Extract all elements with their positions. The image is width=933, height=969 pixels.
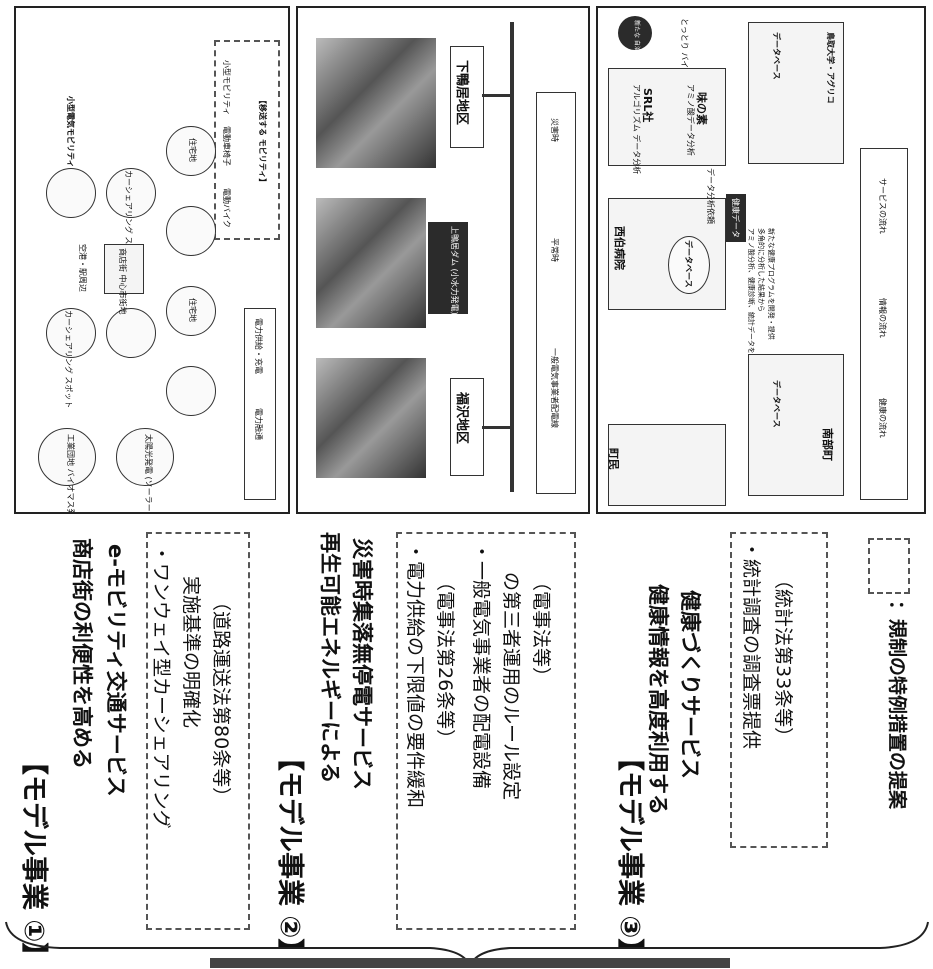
power-line xyxy=(482,426,512,429)
diagram-power-panel: 下鴨居地区 上鴨居ダム (小水力発電) 福沢地区 一般電気事業者配電線 平常時 … xyxy=(296,6,590,514)
corner-badge xyxy=(618,16,652,50)
diagram-mobility-panel: 小型電気モビリティ 【移送する モビリティ】 小型モビリティ 電動車椅子 電動バ… xyxy=(14,6,290,514)
center-box xyxy=(104,244,144,294)
ev-type-2: 電動車椅子 xyxy=(222,126,231,166)
db-label: データベース xyxy=(772,32,781,80)
house-circle xyxy=(166,286,216,336)
model1-title-line1: 商店街の利便性を高める xyxy=(70,538,94,769)
power-line xyxy=(510,22,514,492)
center-label: 商店街 中心市街地 xyxy=(118,248,127,315)
health-legend-1: 健康の流れ xyxy=(878,398,887,438)
flow-label-1: データ分析依頼 xyxy=(706,168,715,224)
bottom-dark-bar xyxy=(210,958,730,968)
house-label: 住宅地 xyxy=(188,298,197,322)
photo-right-area xyxy=(316,358,426,478)
station-label: カーシェアリング スポット xyxy=(64,310,73,409)
solar-circle xyxy=(116,428,174,486)
legend-dashed: 電力融通 xyxy=(254,408,263,440)
model1-proposal-box xyxy=(146,532,250,930)
ev-type-1: 小型モビリティ xyxy=(222,60,231,116)
note-1: アミノ酸分析、健康診断、統計データを xyxy=(747,228,755,354)
model1-proposal-1: ・ワンウェイ型カーシェアリング xyxy=(150,544,172,829)
diagram3-legend-box xyxy=(860,148,908,500)
health-legend-2: 情報の流れ xyxy=(878,298,887,338)
nanbu-group xyxy=(748,354,844,496)
model1-proposal-2: 実施基準の明確化 xyxy=(180,576,202,729)
model2-proposal-5: （電事法等） xyxy=(530,572,552,687)
photo-left-area xyxy=(316,38,436,168)
solar-label: 太陽光発電 (ソーラー) xyxy=(144,434,153,514)
power-legend-3: 災害時 xyxy=(550,118,559,142)
model2-title-line2: 災害時集落無停電サービス xyxy=(350,538,374,790)
power-legend-2: 平常時 xyxy=(550,238,559,262)
aji-label: 味の素 xyxy=(695,92,708,125)
model2-proposal-1: ・電力供給の下限値の要件緩和 xyxy=(404,542,426,809)
power-line xyxy=(482,94,512,97)
diagram1-header: 小型電気モビリティ xyxy=(66,96,75,168)
house-label: 住宅地 xyxy=(188,138,197,162)
model3-proposal-1: ・統計調査の調査票提供 xyxy=(740,540,762,750)
model1-title-line2: e-モビリティ交通サービス xyxy=(104,544,128,797)
diagram2-legend-box xyxy=(536,92,576,494)
srl-label: SRL社 xyxy=(641,88,654,123)
model2-title-line1: 再生可能エネルギーによる xyxy=(318,532,342,784)
legend-solid: 電力供給・充電 xyxy=(254,318,263,374)
factory-circle xyxy=(38,428,96,486)
station-circle xyxy=(46,308,96,358)
srl-aji-group xyxy=(608,68,726,166)
db-circle xyxy=(668,236,710,294)
health-legend-3: サービスの流れ xyxy=(878,178,887,234)
house-circle xyxy=(166,206,216,256)
factory-label: 工業団地 バイオマス発電 xyxy=(66,434,75,514)
legend-text: ：規制の特例措置の提案 xyxy=(886,600,908,810)
tottori-group xyxy=(748,22,844,164)
data-tag xyxy=(726,194,746,242)
db-label-2: データベース xyxy=(684,240,693,288)
model3-proposal-2: （統計法第33条等） xyxy=(772,570,794,747)
town-group xyxy=(608,424,726,506)
diagram1-mobility-box xyxy=(214,40,280,240)
data-tag-label: 健康データ xyxy=(731,198,740,238)
area-mid-label: 上鴨居ダム (小水力発電) xyxy=(450,226,459,315)
note-2: 多角的に分析した結果から xyxy=(757,228,765,312)
house-circle xyxy=(166,126,216,176)
area-right-label: 福沢地区 xyxy=(454,392,469,445)
photo-dam xyxy=(316,198,426,328)
diagram-health-panel: 新たな 自治体 の役割 とっとり バイオ プロジェクト SRL社 アルゴリズム … xyxy=(596,6,926,514)
aji-sub: アミノ酸データ分析 xyxy=(686,84,695,156)
nishi-label: 西伯病院 xyxy=(613,226,626,270)
db-label-3: データベース xyxy=(772,380,781,428)
diagram1-legend-box xyxy=(244,308,276,500)
nanbu-label: 南部町 xyxy=(821,428,834,461)
model2-proposal-2: （電事法第26条等） xyxy=(434,572,456,749)
store-label: 空港・駅周辺 xyxy=(78,244,87,292)
model1-proposal-3: （道路運送法第80条等） xyxy=(210,592,232,807)
model2-proposal-3: ・一般電気事業者の配電設備 xyxy=(470,542,492,790)
model2-proposal-4: の第三者運用のルール設定 xyxy=(500,572,522,801)
house-circle xyxy=(166,366,216,416)
model3-title-line2: 健康づくりサービス xyxy=(678,590,702,779)
station-circle xyxy=(106,308,156,358)
area-mid-box xyxy=(428,222,468,314)
legend-dashed-square xyxy=(868,538,910,594)
note-3: 新たな健康プログラムを開発・提供 xyxy=(767,228,775,340)
model2-proposal-box xyxy=(396,532,576,930)
tottori-label: 鳥取大学・アグリコ xyxy=(826,32,835,104)
model3-proposal-box xyxy=(730,532,828,848)
area-left-label: 下鴨居地区 xyxy=(454,60,469,126)
ev-type-3: 電動バイク xyxy=(222,188,231,228)
diagram1-mobility-label: 【移送する モビリティ】 xyxy=(258,96,267,187)
station-circle xyxy=(46,168,96,218)
station-circle xyxy=(106,168,156,218)
srl-sub: アルゴリズム データ分析 xyxy=(632,84,641,175)
area-left-box xyxy=(450,46,484,148)
town-label: 町民 xyxy=(607,448,620,470)
power-legend-1: 一般電気事業者配電線 xyxy=(550,348,559,428)
